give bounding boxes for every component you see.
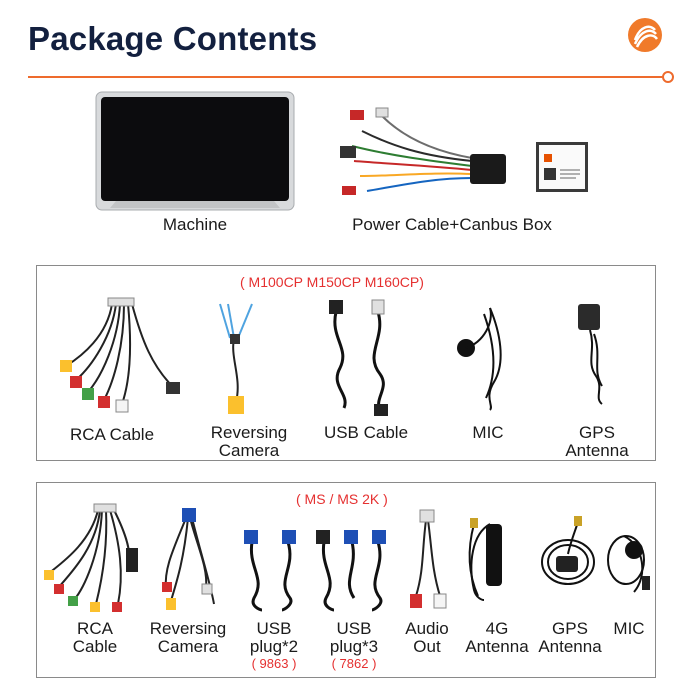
panel1-heading: ( M100CP M150CP M160CP)	[240, 274, 424, 290]
power-harness-icon	[340, 107, 506, 195]
mic-label: MIC	[472, 423, 504, 442]
microphone-icon	[457, 307, 502, 411]
orange-coil-logo	[628, 18, 662, 52]
accessories-panel-m100cp	[36, 265, 656, 461]
rca-cable-icon-ms	[44, 503, 138, 612]
power-cable-canbus-label: Power Cable+Canbus Box	[352, 215, 552, 234]
gps-antenna-label: GPS Antenna	[565, 423, 629, 460]
usb-cable-icon	[329, 299, 388, 416]
microphone-icon-ms	[607, 535, 650, 593]
usb-plug-2-label: USB plug*2	[249, 619, 299, 656]
reversing-camera-cable-icon	[219, 303, 253, 414]
mic-label-ms: MIC	[613, 619, 645, 638]
usb-plug-3-label: USB plug*3	[329, 619, 379, 656]
reversing-camera-label-ms: Reversing Camera	[149, 619, 227, 656]
4g-antenna-icon	[468, 518, 502, 601]
usb-plug-2-note: ( 9863 )	[251, 656, 297, 671]
gps-antenna-label-ms: GPS Antenna	[538, 619, 602, 656]
usb-plug-icon-triple	[316, 530, 386, 612]
header-divider	[28, 76, 664, 78]
gps-antenna-icon-ms	[541, 516, 595, 585]
rca-cable-label: RCA Cable	[69, 425, 155, 444]
rca-cable-icon	[60, 297, 180, 413]
machine-label: Machine	[162, 215, 228, 234]
rca-cable-label-ms: RCA Cable	[72, 619, 118, 656]
reversing-camera-cable-icon-ms	[162, 508, 215, 610]
header-divider-end-dot	[662, 71, 674, 83]
usb-cable-label: USB Cable	[323, 423, 409, 442]
head-unit-screen-icon	[95, 91, 295, 211]
audio-out-cable-icon	[410, 509, 447, 609]
usb-plug-icon	[244, 530, 296, 612]
audio-out-label: Audio Out	[405, 619, 449, 656]
4g-antenna-label: 4G Antenna	[465, 619, 529, 656]
panel2-heading: ( MS / MS 2K )	[296, 491, 388, 507]
gps-antenna-icon	[578, 304, 603, 405]
reversing-camera-label: Reversing Camera	[210, 423, 288, 460]
canbus-box-icon	[536, 142, 588, 192]
page-title: Package Contents	[28, 20, 318, 57]
usb-plug-3-note: ( 7862 )	[331, 656, 377, 671]
